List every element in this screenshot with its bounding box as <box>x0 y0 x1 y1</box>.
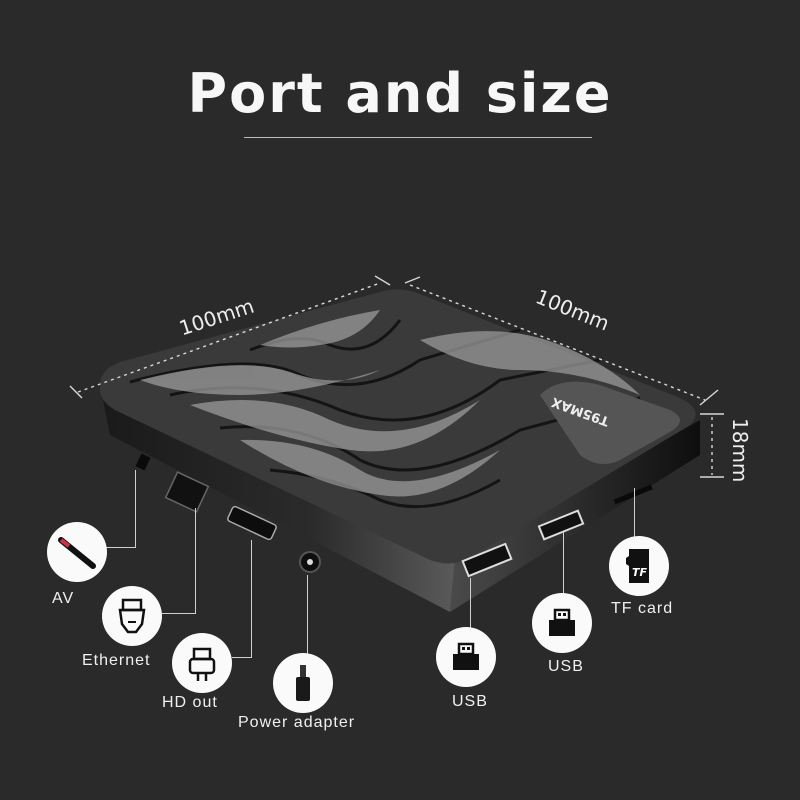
leader-usb2 <box>563 532 564 598</box>
hdmi-plug-icon <box>172 633 232 693</box>
leader-hd-h <box>232 657 252 658</box>
port-label-tf-card: TF card <box>611 600 674 617</box>
leader-hd <box>251 540 252 658</box>
title-divider <box>244 137 592 138</box>
leader-av-h <box>103 547 136 548</box>
dc-power-plug-icon <box>273 653 333 713</box>
dimension-height: 18mm <box>728 418 752 483</box>
leader-av <box>135 470 136 548</box>
port-label-usb-2: USB <box>548 658 584 675</box>
leader-tf <box>634 488 635 538</box>
port-label-power-adapter: Power adapter <box>238 714 356 731</box>
page-title: Port and size <box>187 62 613 125</box>
tf-card-icon: TF <box>609 536 669 596</box>
leader-power <box>307 575 308 655</box>
usb-plug-icon <box>436 627 496 687</box>
av-plug-icon <box>47 522 107 582</box>
port-label-usb-1: USB <box>452 693 488 710</box>
leader-ethernet <box>195 508 196 613</box>
leader-usb1 <box>470 578 471 630</box>
usb-plug-icon <box>532 593 592 653</box>
port-label-ethernet: Ethernet <box>82 652 151 669</box>
leader-ethernet-h <box>162 613 196 614</box>
ethernet-plug-icon <box>102 586 162 646</box>
port-label-hd-out: HD out <box>162 694 218 711</box>
svg-text:TF: TF <box>632 566 648 579</box>
port-label-av: AV <box>52 590 75 607</box>
